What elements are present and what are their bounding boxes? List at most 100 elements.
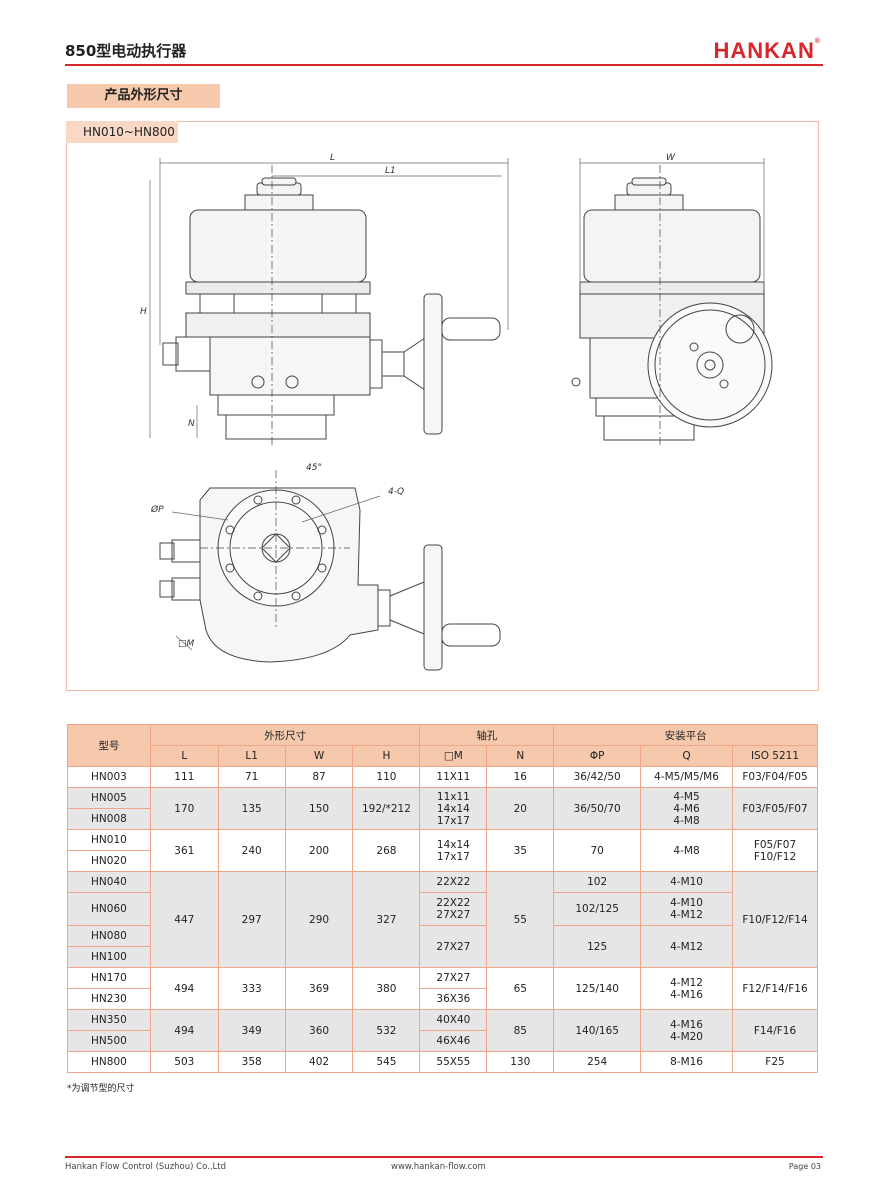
cell-iso: F10/F12/F14 (731, 871, 819, 968)
th-model: 型号 (67, 724, 151, 767)
cell-model: HN003 (67, 766, 151, 788)
cell-model: HN100 (67, 946, 151, 968)
cell-l: 111 (149, 766, 219, 788)
cell-w: 200 (284, 829, 354, 872)
cell-w: 87 (284, 766, 354, 788)
cell-p: 125/140 (553, 967, 642, 1010)
cell-iso: F03/F04/F05 (731, 766, 819, 788)
cell-l1: 333 (217, 967, 286, 1010)
cell-l1: 135 (217, 787, 286, 830)
cell-iso: F12/F14/F16 (731, 967, 819, 1010)
cell-model: HN008 (67, 808, 151, 830)
cell-iso: F25 (731, 1051, 819, 1073)
page-title: 850型电动执行器 (65, 42, 187, 60)
cell-h: 268 (352, 829, 421, 872)
cell-model: HN800 (67, 1051, 151, 1073)
dim-label-phi-p: ØP (150, 504, 164, 515)
cell-w: 402 (284, 1051, 354, 1073)
dim-label-angle: 45° (306, 463, 322, 473)
cell-model: HN060 (67, 892, 151, 926)
cell-l: 170 (149, 787, 219, 830)
dimension-lines (149, 158, 765, 651)
th-l: L (149, 745, 219, 767)
table-row: HN800 503 358 402 545 55X55 130 254 8-M1… (67, 1051, 819, 1073)
cell-h: 545 (352, 1051, 421, 1073)
front-view (162, 165, 501, 445)
cell-p: 70 (553, 829, 642, 872)
drawing-frame (66, 121, 819, 691)
footer-divider (65, 1156, 823, 1158)
th-m: □M (419, 745, 488, 767)
th-h: H (352, 745, 421, 767)
cell-model: HN020 (67, 850, 151, 872)
th-n: N (486, 745, 555, 767)
cell-l: 494 (149, 1009, 219, 1052)
cell-model: HN005 (67, 787, 151, 809)
spec-table: 型号 外形尺寸 轴孔 安装平台 L L1 W H □M N ΦP Q ISO 5… (67, 724, 819, 1073)
section-label: 产品外形尺寸 (67, 84, 220, 108)
top-view (159, 470, 501, 671)
cell-l1: 71 (217, 766, 286, 788)
brand-logo: HANKAN® (713, 38, 821, 63)
cell-n: 20 (486, 787, 555, 830)
dim-label-m: □M (178, 639, 195, 649)
cell-h: 110 (352, 766, 421, 788)
cell-w: 369 (284, 967, 354, 1010)
cell-model: HN350 (67, 1009, 151, 1031)
cell-l1: 349 (217, 1009, 286, 1052)
cell-iso: F14/F16 (731, 1009, 819, 1052)
cell-p: 140/165 (553, 1009, 642, 1052)
cell-model: HN010 (67, 829, 151, 851)
cell-l: 361 (149, 829, 219, 872)
cell-p: 125 (553, 925, 642, 968)
cell-n: 65 (486, 967, 555, 1010)
th-p: ΦP (553, 745, 642, 767)
cell-q: 4-M8 (640, 829, 733, 872)
cell-l1: 297 (217, 871, 286, 968)
cell-m: 46X46 (419, 1030, 488, 1052)
table-row: HN230 36X36 (67, 988, 818, 1010)
cell-iso: F03/F05/F07 (731, 787, 819, 830)
table-row: HN003 111 71 87 110 11X11 16 36/42/50 4-… (67, 766, 819, 788)
footer-website[interactable]: www.hankan-flow.com (391, 1162, 486, 1172)
footer-company: Hankan Flow Control (Suzhou) Co.,Ltd (65, 1162, 226, 1172)
th-shaft: 轴孔 (419, 724, 555, 746)
cell-n: 130 (486, 1051, 555, 1073)
cell-h: 380 (352, 967, 421, 1010)
th-iso: ISO 5211 (731, 745, 819, 767)
table-row: HN350 494 349 360 532 40X40 85 140/165 4… (67, 1009, 819, 1052)
cell-m: 40X40 (419, 1009, 488, 1031)
cell-h: 532 (352, 1009, 421, 1052)
th-w: W (284, 745, 354, 767)
footer-page-number: Page 03 (788, 1162, 821, 1171)
side-view (571, 165, 773, 445)
cell-model: HN230 (67, 988, 151, 1010)
cell-model: HN080 (67, 925, 151, 947)
cell-n: 35 (486, 829, 555, 872)
th-dimensions: 外形尺寸 (149, 724, 421, 746)
cell-w: 290 (284, 871, 354, 968)
table-row: HN020 (67, 850, 818, 872)
cell-p: 36/42/50 (553, 766, 642, 788)
cell-m: 11X11 (419, 766, 488, 788)
cell-q: 4-M10 (640, 871, 733, 893)
th-mounting: 安装平台 (553, 724, 818, 746)
cell-m: 55X55 (419, 1051, 488, 1073)
dim-label-holes: 4-Q (388, 487, 404, 497)
dim-label-l: L (330, 153, 335, 163)
th-l1: L1 (217, 745, 286, 767)
dim-label-w: W (666, 153, 676, 163)
header-divider (65, 64, 823, 66)
dimension-drawing: L L1 W H N 45° 4-Q ØP □M (140, 153, 773, 671)
cell-w: 360 (284, 1009, 354, 1052)
cell-p: 102/125 (553, 892, 642, 926)
cell-l1: 240 (217, 829, 286, 872)
cell-model: HN040 (67, 871, 151, 893)
cell-m: 22X22 (419, 871, 488, 893)
